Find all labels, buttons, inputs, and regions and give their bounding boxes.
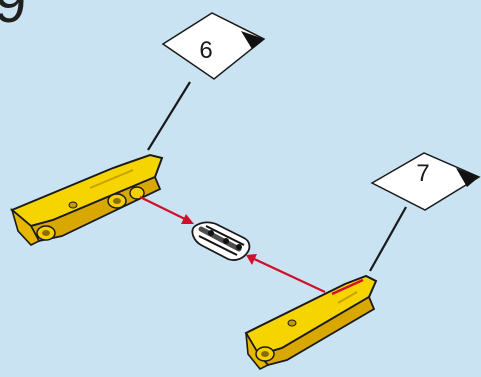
- tag-6: 6: [147, 12, 266, 151]
- assembly-arrow-right: [246, 254, 326, 293]
- tag-string: [147, 81, 191, 151]
- yellow-beam-part-icon: [10, 153, 164, 246]
- step-number: 9: [0, 0, 27, 35]
- tag-card: [161, 12, 266, 80]
- tag-7-label: 7: [416, 160, 429, 187]
- tag-7: 7: [369, 152, 481, 272]
- tag-string: [369, 206, 407, 272]
- tag-6-label: 6: [199, 37, 212, 64]
- tag-corner-icon: [456, 168, 479, 187]
- yellow-beam-part-icon: [244, 274, 378, 371]
- connector-pin-icon: [191, 221, 251, 261]
- tag-corner-icon: [241, 31, 264, 49]
- assembly-arrow-left: [139, 196, 194, 224]
